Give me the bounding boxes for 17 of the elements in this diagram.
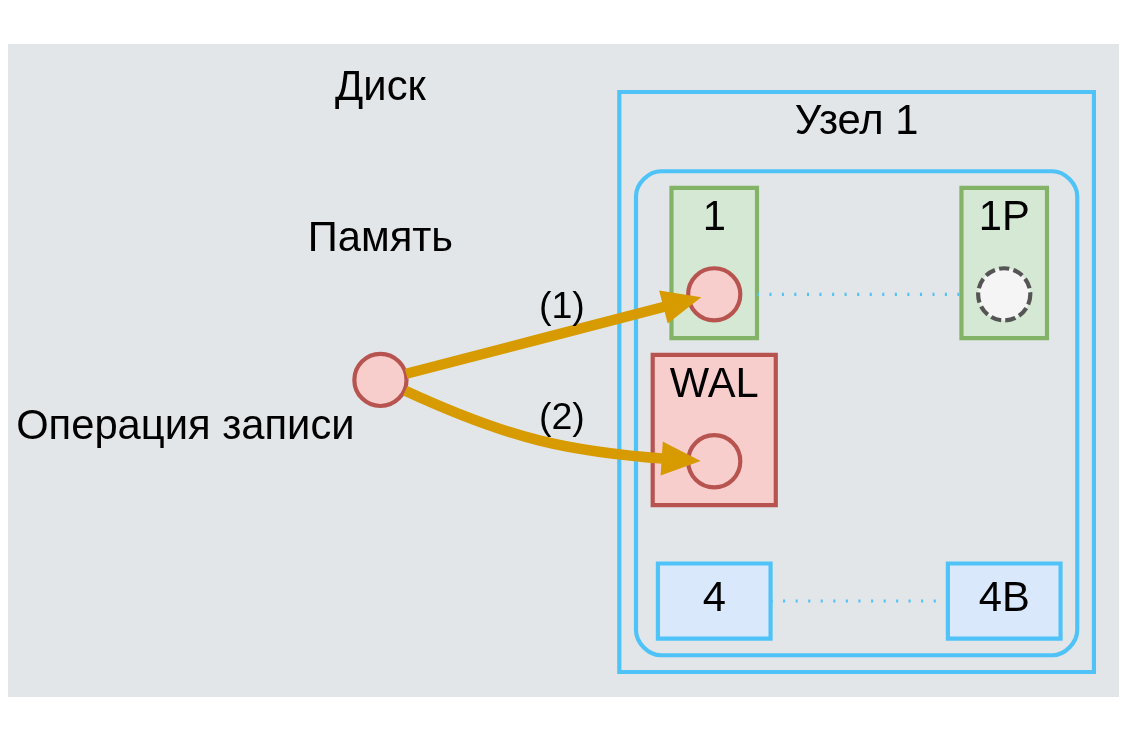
arrow — [404, 290, 702, 379]
node-box: 4В — [945, 561, 1063, 641]
cluster: 1Р — [959, 185, 1050, 341]
cluster: 1 — [669, 185, 760, 341]
node-circle — [686, 266, 743, 323]
node-box: 4 — [655, 561, 773, 641]
cluster — [633, 169, 1080, 658]
edge-label: (2) — [538, 394, 585, 437]
edge-label: (1) — [538, 284, 585, 327]
label: Диск — [335, 62, 426, 110]
node-label: Операция записи — [16, 401, 355, 449]
node-circle — [352, 351, 409, 409]
arrow — [403, 386, 701, 476]
cluster: WAL — [650, 352, 778, 508]
label: Память — [307, 212, 454, 260]
node-circle — [976, 266, 1033, 323]
node-circle — [686, 433, 743, 490]
